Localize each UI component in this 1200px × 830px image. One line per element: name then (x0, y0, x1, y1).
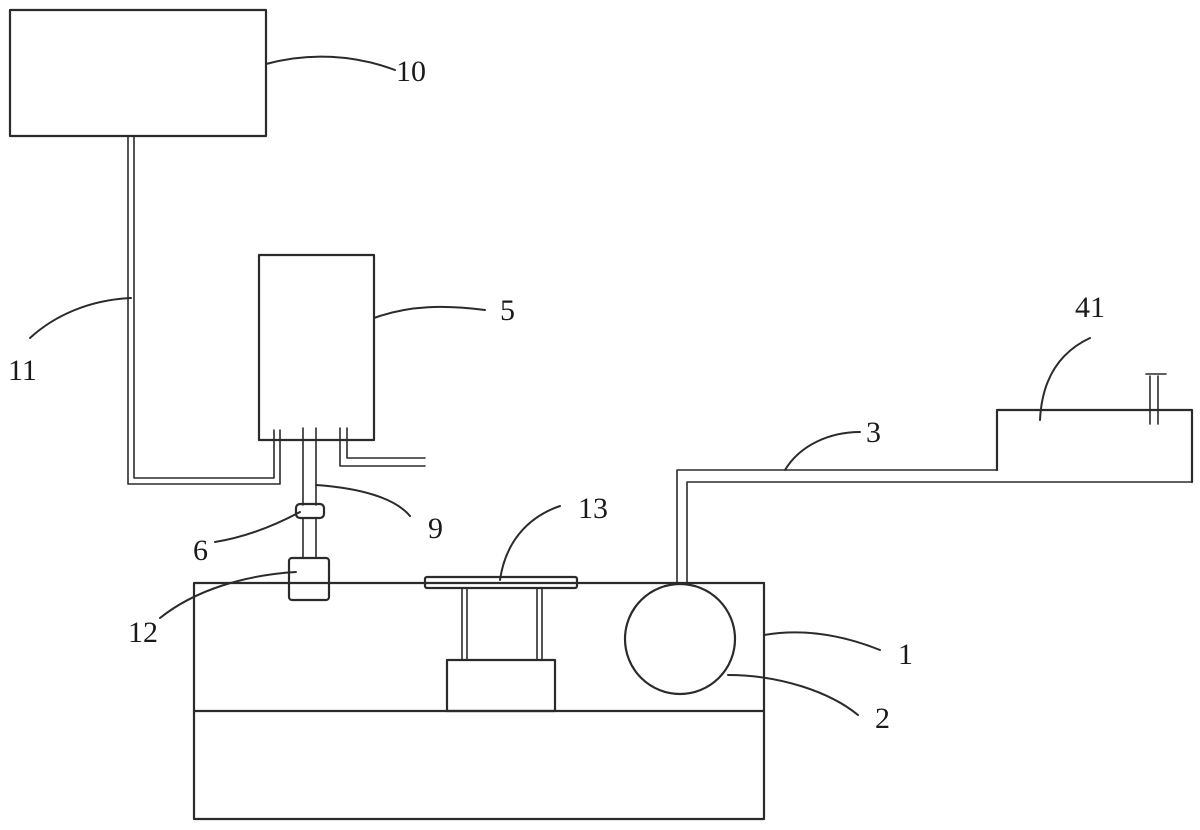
leader-3 (784, 431, 861, 471)
leader-5 (373, 305, 486, 319)
pipe-11 (127, 135, 281, 485)
label-13: 13 (578, 492, 608, 525)
leader-6 (214, 511, 301, 543)
tank-5-outlet-pipes (302, 427, 426, 559)
component-2-chamber (623, 582, 737, 696)
leader-10 (265, 55, 396, 71)
label-5: 5 (500, 294, 515, 327)
label-2: 2 (875, 702, 890, 735)
label-10: 10 (396, 55, 426, 88)
label-3: 3 (866, 416, 881, 449)
label-9: 9 (428, 512, 443, 545)
leader-13 (499, 505, 561, 581)
label-1: 1 (898, 638, 913, 671)
component-13-platform (423, 575, 579, 713)
component-41-tank (995, 373, 1194, 484)
leader-2 (727, 674, 859, 716)
component-12-valve (287, 556, 331, 602)
pipe-3 (676, 469, 1193, 585)
component-5-tank (257, 253, 376, 442)
leader-1 (763, 631, 881, 651)
component-1-body (192, 581, 766, 821)
component-6-fitting (294, 502, 326, 520)
leader-12 (159, 571, 297, 619)
label-11: 11 (8, 354, 37, 387)
leader-41 (1039, 337, 1091, 421)
leader-9 (315, 484, 411, 517)
label-41: 41 (1075, 291, 1105, 324)
label-6: 6 (193, 534, 208, 567)
label-12: 12 (128, 616, 158, 649)
component-10-box (8, 8, 268, 138)
leader-11 (29, 297, 132, 339)
